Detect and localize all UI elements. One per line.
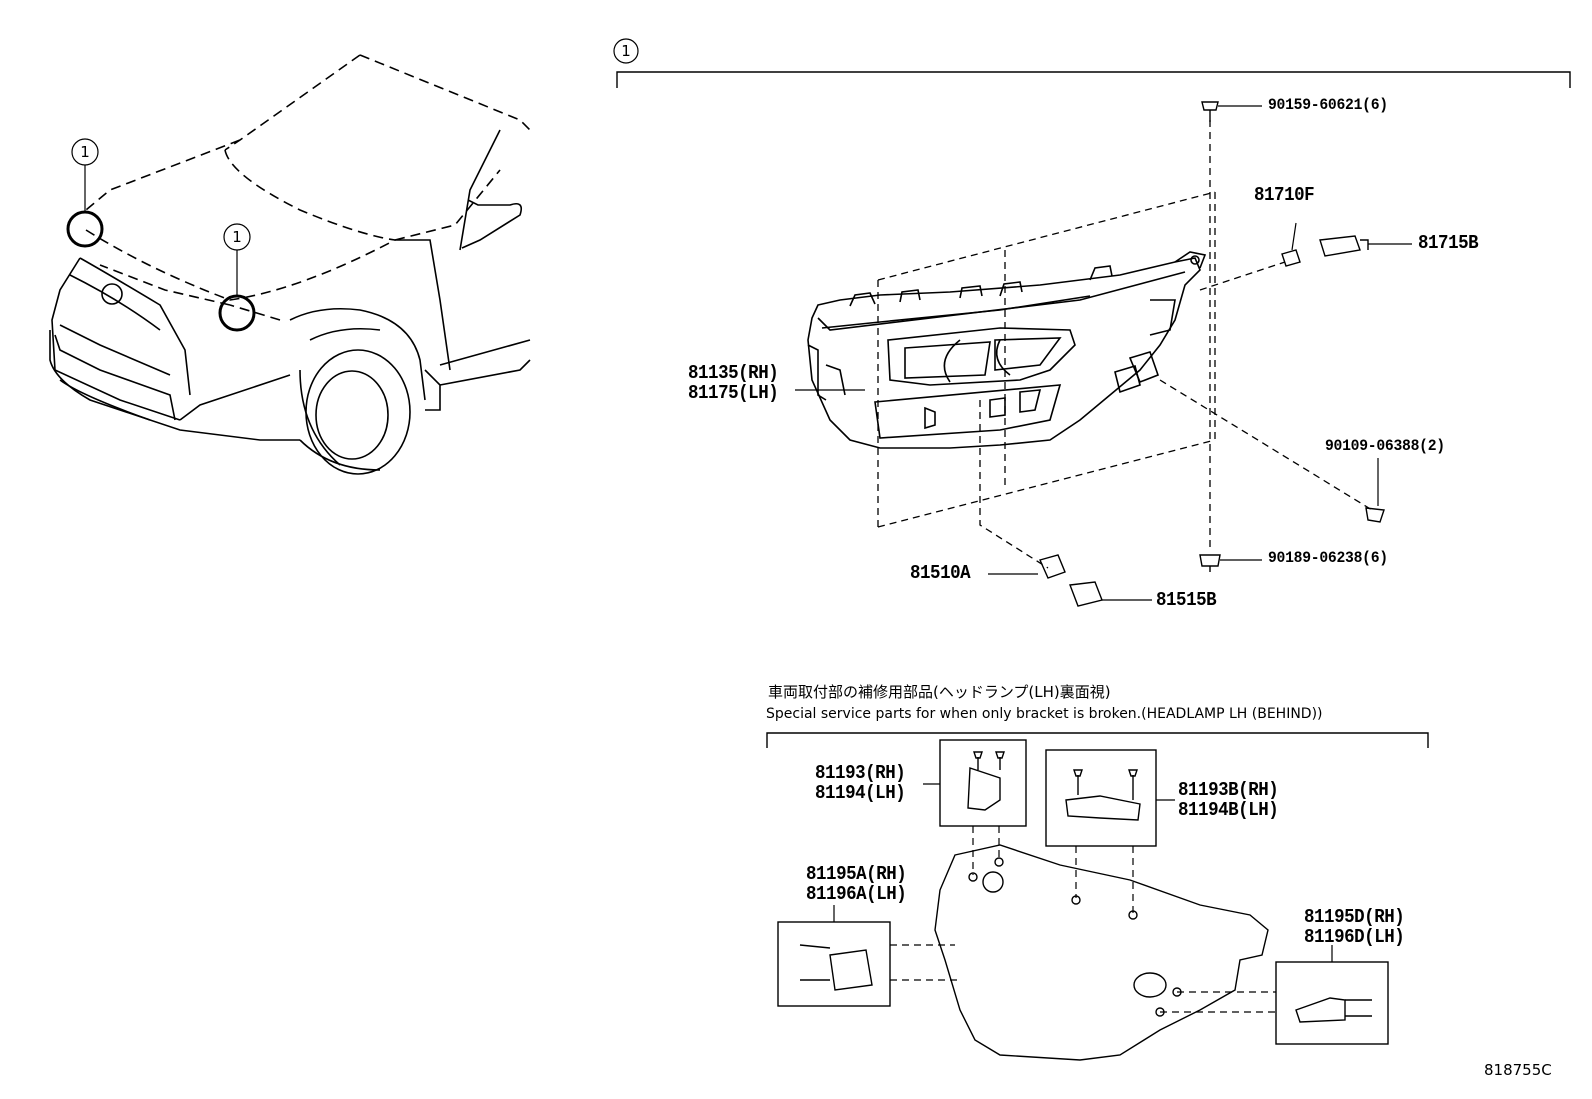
part-label-81194b-lh: 81194B(LH) [1178, 799, 1279, 821]
service-note-english: Special service parts for when only brac… [766, 706, 1323, 722]
part-label-81196d-lh: 81196D(LH) [1304, 926, 1405, 948]
part-label-81193-rh: 81193(RH) [815, 762, 906, 784]
drawing-code: 818755C [1484, 1061, 1552, 1079]
part-label-81510a: 81510A [910, 562, 971, 584]
part-label-81194-lh: 81194(LH) [815, 782, 906, 804]
part-label-81193b-rh: 81193B(RH) [1178, 779, 1279, 801]
part-label-90189: 90189-06238(6) [1268, 549, 1388, 567]
assembly-bracket [613, 38, 1571, 88]
part-label-90159: 90159-60621(6) [1268, 96, 1388, 114]
vehicle-front-illustration [49, 54, 531, 475]
part-label-81196a-lh: 81196A(LH) [806, 883, 907, 905]
fasteners-bulbs [795, 101, 1412, 607]
part-label-81195a-rh: 81195A(RH) [806, 863, 907, 885]
callout-number-lower: 1 [232, 228, 242, 246]
service-parts-guides [890, 826, 1276, 1013]
vehicle-callouts [66, 138, 256, 332]
headlamp-assembly-illustration [807, 251, 1207, 449]
callout-number-upper: 1 [80, 143, 90, 161]
service-parts-bracket [766, 732, 1429, 748]
part-label-81715b: 81715B [1418, 232, 1479, 254]
part-label-81135-rh: 81135(RH) [688, 362, 779, 384]
exploded-view-guides [877, 120, 1373, 569]
service-note-japanese: 車両取付部の補修用部品(ヘッドランプ(LH)裏面視) [768, 683, 1111, 701]
part-label-81195d-rh: 81195D(RH) [1304, 906, 1405, 928]
part-label-81515b: 81515B [1156, 589, 1217, 611]
part-label-81175-lh: 81175(LH) [688, 382, 779, 404]
callout-number-assembly: 1 [621, 42, 631, 60]
part-label-81710f: 81710F [1254, 184, 1315, 206]
part-label-90109: 90109-06388(2) [1325, 437, 1445, 455]
